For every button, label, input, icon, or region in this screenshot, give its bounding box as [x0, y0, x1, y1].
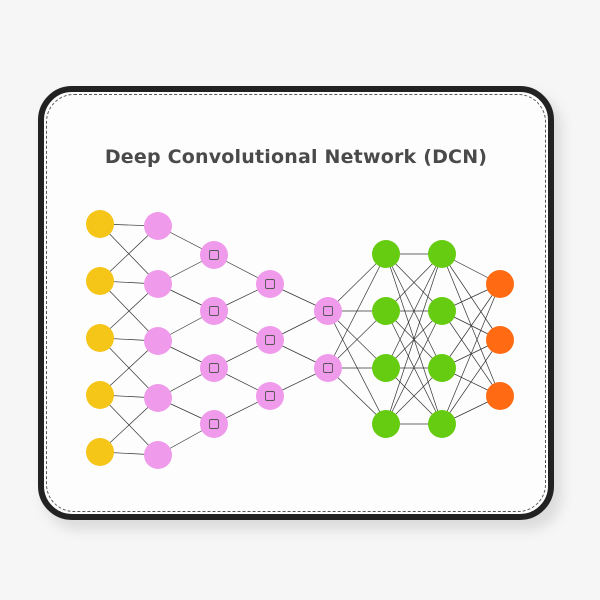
- convolution-1-neuron: [144, 441, 172, 469]
- hidden-1-node: [372, 410, 400, 438]
- hidden-1-neuron: [372, 410, 400, 438]
- kernel-square-icon: [265, 391, 275, 401]
- convolution-4-neuron: [314, 297, 342, 325]
- hidden-1-neuron: [372, 354, 400, 382]
- network-diagram: [86, 210, 514, 469]
- convolution-2-neuron: [200, 410, 228, 438]
- input-neuron: [86, 324, 114, 352]
- output-node: [486, 326, 514, 354]
- hidden-2-neuron: [428, 240, 456, 268]
- convolution-4-node: [314, 354, 342, 382]
- hidden-1-neuron: [372, 297, 400, 325]
- input-node: [86, 324, 114, 352]
- output-node: [486, 382, 514, 410]
- hidden-2-node: [428, 354, 456, 382]
- connection-line: [385, 253, 443, 369]
- input-node: [86, 438, 114, 466]
- kernel-square-icon: [323, 306, 333, 316]
- mousepad: Deep Convolutional Network (DCN): [38, 86, 554, 520]
- kernel-square-icon: [323, 363, 333, 373]
- hidden-2-node: [428, 297, 456, 325]
- convolution-1-node: [144, 270, 172, 298]
- convolution-1-neuron: [144, 327, 172, 355]
- connection-line: [441, 253, 501, 397]
- output-neuron: [486, 270, 514, 298]
- convolution-4-neuron: [314, 354, 342, 382]
- kernel-square-icon: [209, 419, 219, 429]
- connection-line: [327, 310, 387, 425]
- hidden-2-node: [428, 410, 456, 438]
- convolution-2-node: [200, 354, 228, 382]
- convolution-1-node: [144, 441, 172, 469]
- hidden-1-node: [372, 354, 400, 382]
- convolution-1-neuron: [144, 212, 172, 240]
- connection-line: [441, 253, 501, 341]
- kernel-square-icon: [265, 335, 275, 345]
- convolution-2-node: [200, 241, 228, 269]
- convolution-3-node: [256, 382, 284, 410]
- kernel-square-icon: [209, 250, 219, 260]
- neuron-nodes: [86, 210, 514, 469]
- hidden-1-node: [372, 240, 400, 268]
- convolution-1-node: [144, 327, 172, 355]
- connection-line: [327, 253, 387, 369]
- connection-line: [441, 283, 501, 425]
- convolution-3-neuron: [256, 382, 284, 410]
- convolution-1-neuron: [144, 270, 172, 298]
- input-neuron: [86, 210, 114, 238]
- hidden-1-neuron: [372, 240, 400, 268]
- convolution-2-neuron: [200, 241, 228, 269]
- hidden-2-neuron: [428, 354, 456, 382]
- input-neuron: [86, 267, 114, 295]
- convolution-2-neuron: [200, 354, 228, 382]
- convolution-2-node: [200, 410, 228, 438]
- input-node: [86, 381, 114, 409]
- output-neuron: [486, 382, 514, 410]
- hidden-2-node: [428, 240, 456, 268]
- connection-line: [441, 339, 501, 425]
- kernel-square-icon: [265, 279, 275, 289]
- convolution-3-node: [256, 326, 284, 354]
- convolution-4-node: [314, 297, 342, 325]
- output-node: [486, 270, 514, 298]
- kernel-square-icon: [209, 306, 219, 316]
- connection-line: [385, 253, 443, 425]
- convolution-1-node: [144, 212, 172, 240]
- input-neuron: [86, 438, 114, 466]
- convolution-1-neuron: [144, 384, 172, 412]
- kernel-square-icon: [209, 363, 219, 373]
- diagram-title: Deep Convolutional Network (DCN): [104, 146, 488, 168]
- convolution-3-neuron: [256, 270, 284, 298]
- input-node: [86, 210, 114, 238]
- hidden-1-node: [372, 297, 400, 325]
- convolution-3-node: [256, 270, 284, 298]
- convolution-1-node: [144, 384, 172, 412]
- convolution-2-node: [200, 297, 228, 325]
- convolution-2-neuron: [200, 297, 228, 325]
- hidden-2-neuron: [428, 410, 456, 438]
- input-node: [86, 267, 114, 295]
- input-neuron: [86, 381, 114, 409]
- connection-line: [441, 283, 501, 369]
- connection-line: [385, 310, 443, 425]
- convolution-3-neuron: [256, 326, 284, 354]
- hidden-2-neuron: [428, 297, 456, 325]
- output-neuron: [486, 326, 514, 354]
